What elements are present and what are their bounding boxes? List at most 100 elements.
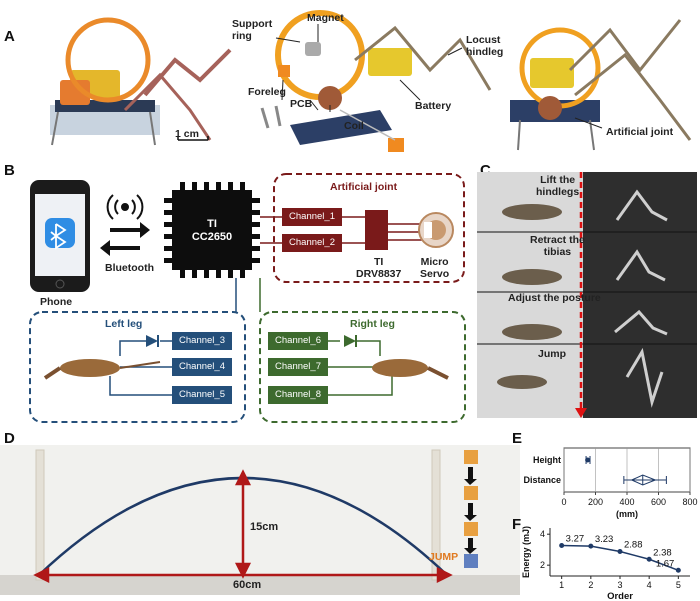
channel-7-box <box>268 358 328 376</box>
f-data-label: 3.23 <box>595 534 614 545</box>
micro-servo-label: Micro Servo <box>420 256 450 280</box>
robot-exploded-view <box>260 10 492 152</box>
e-x-tick-label: 0 <box>561 497 566 507</box>
channel-1-label: Channel_1 <box>289 211 335 222</box>
f-y-tick-label: 2 <box>540 560 545 570</box>
f-data-point <box>646 556 652 562</box>
phone-device <box>30 180 90 292</box>
channel-6-box <box>268 332 328 350</box>
f-data-label: 1.67 <box>656 558 675 569</box>
e-x-axis-label: (mm) <box>616 509 638 519</box>
right-leg-title: Right leg <box>350 318 395 330</box>
step-lift-hindlegs: Lift the hindlegs <box>536 174 580 198</box>
right-leg-box <box>259 311 466 423</box>
left-leg-box <box>29 311 246 423</box>
right-leg-wiring <box>259 278 393 396</box>
f-data-label: 2.38 <box>653 547 672 558</box>
panel-e-letter: E <box>512 430 523 447</box>
panel-a-letter: A <box>4 28 15 45</box>
f-x-tick-label: 3 <box>617 580 622 590</box>
e-x-tick-label: 600 <box>651 497 666 507</box>
f-data-point <box>588 543 594 549</box>
f-data-point <box>617 549 623 555</box>
channel-3-label: Channel_3 <box>179 335 225 346</box>
e-median-point <box>585 457 591 463</box>
artificial-joint-box <box>273 173 465 283</box>
label-pcb: PCB <box>290 98 313 110</box>
f-x-tick-label: 5 <box>676 580 681 590</box>
height-15cm-label: 15cm <box>250 521 279 533</box>
scale-bar <box>177 136 209 141</box>
phone-label: Phone <box>40 296 73 308</box>
e-iqr-diamond <box>630 474 657 486</box>
distance-60cm-label: 60cm <box>233 579 262 591</box>
panel-d-trajectory <box>0 445 520 595</box>
panel-a-robot-illustrations <box>50 10 692 152</box>
panel-b-letter: B <box>4 162 15 179</box>
e-x-tick-label: 200 <box>588 497 603 507</box>
wireless-signal-icon <box>106 194 144 220</box>
e-x-tick-label: 800 <box>682 497 697 507</box>
bluetooth-label: Bluetooth <box>105 262 154 274</box>
left-diode-icon <box>146 335 158 347</box>
e-category-label: Distance <box>523 475 561 485</box>
channel-1-box <box>282 208 342 226</box>
right-locust-leg <box>372 359 449 380</box>
step-adjust-posture: Adjust the posture <box>508 292 601 304</box>
channel-7-label: Channel_7 <box>275 361 321 372</box>
f-x-tick-label: 4 <box>647 580 652 590</box>
drv8837-chip <box>365 210 388 250</box>
jump-label: JUMP <box>429 551 459 563</box>
f-y-axis-label: Energy (mJ) <box>521 526 531 578</box>
f-x-axis-label: Order <box>607 591 633 600</box>
label-artificial-joint: Artificial joint <box>606 126 674 138</box>
label-magnet: Magnet <box>307 12 344 24</box>
artificial-joint-title: Artificial joint <box>330 181 398 193</box>
label-locust-hindleg: Locust hindleg <box>466 34 504 58</box>
panel-d-letter: D <box>4 430 15 447</box>
f-data-label: 3.27 <box>566 533 585 544</box>
right-diode-icon <box>344 335 356 347</box>
bidirectional-arrows-icon <box>100 222 150 256</box>
channel-5-label: Channel_5 <box>179 389 225 400</box>
drv8837-label: TI DRV8837 <box>356 256 402 280</box>
channel-5-box <box>172 386 232 404</box>
label-coil: Coil <box>344 120 364 132</box>
label-support-ring: Support ring <box>232 18 273 42</box>
robot-photo-assembled <box>50 17 232 146</box>
channel-3-box <box>172 332 232 350</box>
channel-8-label: Channel_8 <box>275 389 321 400</box>
left-leg-title: Left leg <box>105 318 143 330</box>
micro-servo-icon <box>418 212 454 248</box>
distance-arrow <box>33 566 453 584</box>
channel-2-box <box>282 234 342 252</box>
left-locust-leg <box>43 359 161 380</box>
e-x-tick-label: 400 <box>619 497 634 507</box>
panel-c-letter: C <box>480 162 491 179</box>
joint-wiring <box>260 216 422 244</box>
f-x-tick-label: 1 <box>559 580 564 590</box>
panel-c-photo-sequence <box>477 172 697 418</box>
f-data-point <box>675 567 681 573</box>
label-foreleg: Foreleg <box>248 86 286 98</box>
f-data-label: 2.88 <box>624 540 643 551</box>
scale-bar-label: 1 cm <box>175 128 199 140</box>
f-y-tick-label: 4 <box>540 529 545 539</box>
panel-b-diagram <box>29 173 466 423</box>
channel-4-label: Channel_4 <box>179 361 225 372</box>
channel-2-label: Channel_2 <box>289 237 335 248</box>
step-retract-tibias: Retract the tibias <box>530 234 585 258</box>
panel-f-letter: F <box>512 516 522 533</box>
cc2650-chip <box>164 182 260 278</box>
f-x-tick-label: 2 <box>588 580 593 590</box>
label-battery: Battery <box>415 100 452 112</box>
channel-4-box <box>172 358 232 376</box>
channel-6-label: Channel_6 <box>275 335 321 346</box>
height-arrow <box>234 469 252 579</box>
e-category-label: Height <box>533 455 561 465</box>
cc2650-chip-label: TI CC2650 <box>191 218 233 243</box>
jump-sequence-icons <box>464 450 478 568</box>
step-jump: Jump <box>538 348 567 360</box>
robot-side-view <box>510 19 692 151</box>
f-data-point <box>559 542 565 548</box>
